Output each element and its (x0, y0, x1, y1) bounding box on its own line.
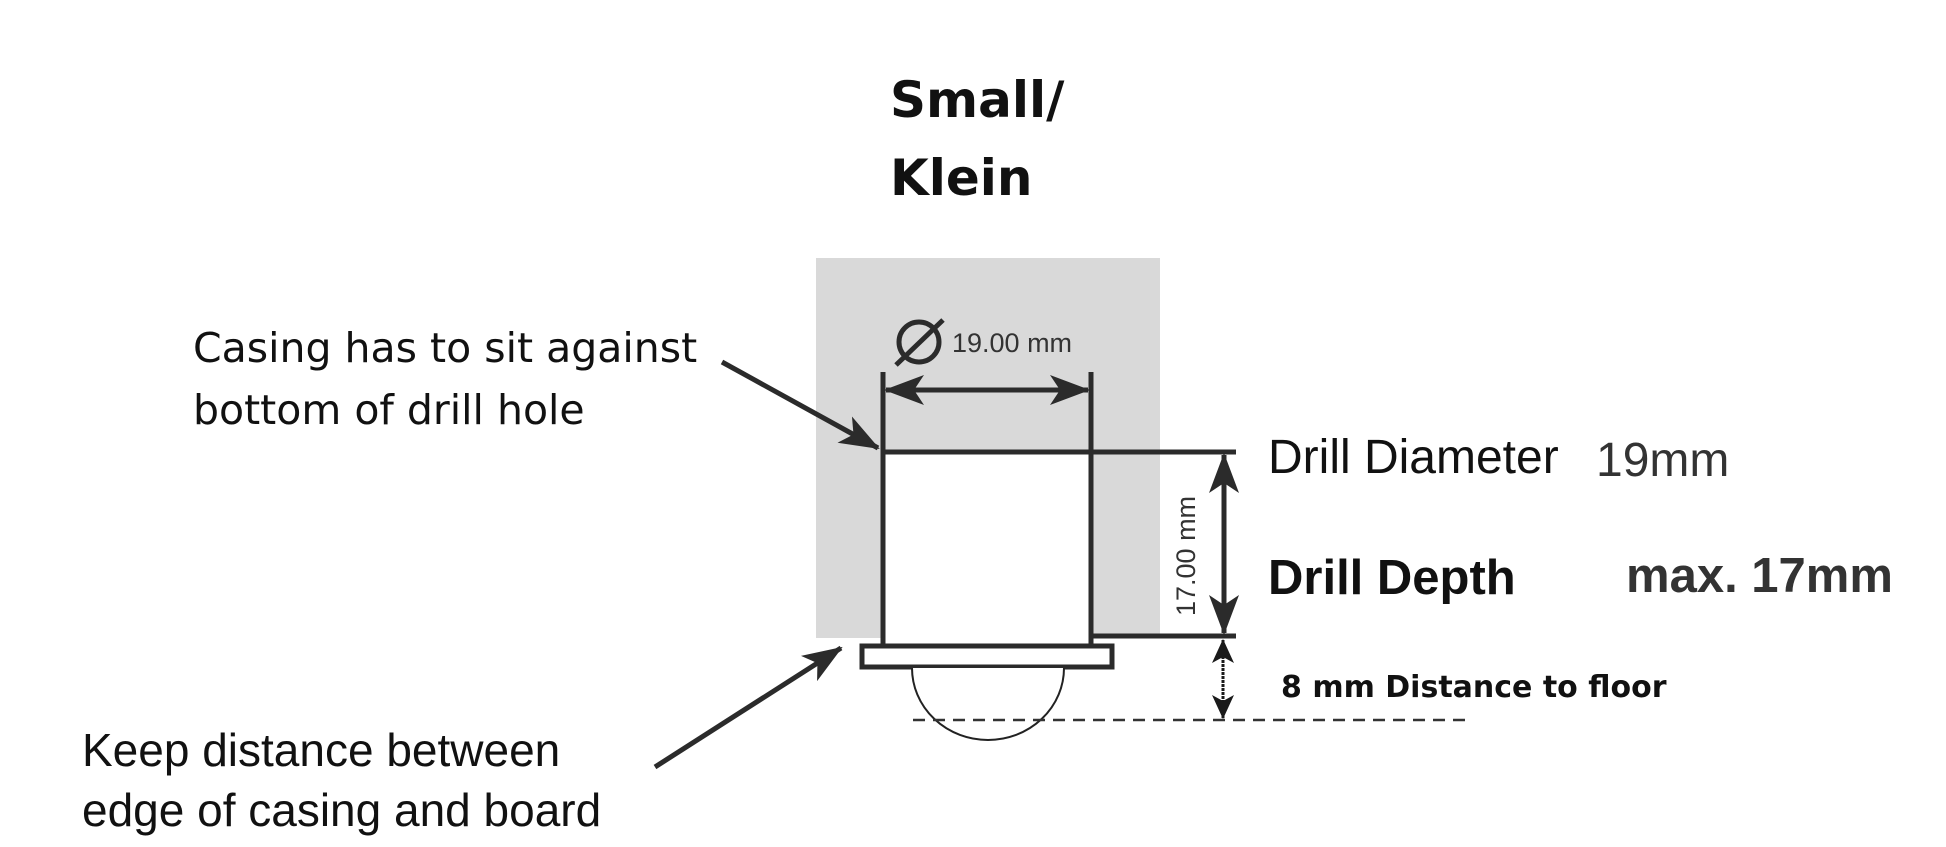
sensor-dome (911, 667, 1065, 741)
title-line2: Klein (890, 149, 1033, 207)
floor-distance-label: 8 mm Distance to floor (1281, 670, 1667, 705)
diameter-symbol-icon (894, 318, 945, 367)
drill-depth-value: max. 17mm (1626, 549, 1893, 603)
title-line1: Small/ (890, 71, 1065, 129)
drill-diameter-value: 19mm (1596, 434, 1729, 487)
drill-depth-label: Drill Depth (1268, 551, 1516, 605)
casing-note-line2: bottom of drill hole (193, 386, 585, 434)
casing-note-arrow (720, 359, 880, 451)
distance-note-arrow (653, 645, 843, 770)
casing-flange (859, 643, 1115, 670)
casing-note-line1: Casing has to sit against (193, 324, 697, 372)
distance-note-line1: Keep distance between (82, 724, 560, 776)
distance-note-line2: edge of casing and board (82, 784, 601, 836)
depth-dimension-label: 17.00 mm (1171, 496, 1201, 616)
drill-hole (883, 452, 1091, 644)
diameter-dimension-label: 19.00 mm (952, 328, 1072, 358)
drill-diameter-label: Drill Diameter (1268, 431, 1559, 484)
